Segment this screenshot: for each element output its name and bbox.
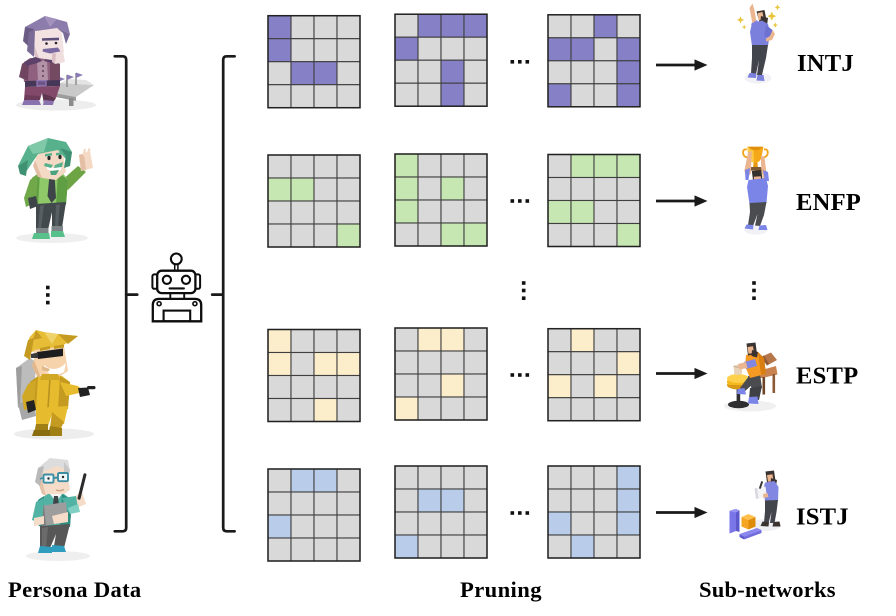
svg-text:Pruning: Pruning xyxy=(460,577,542,602)
svg-text:Sub-networks: Sub-networks xyxy=(699,577,836,602)
svg-text:Persona Data: Persona Data xyxy=(8,577,142,602)
svg-text:ISTJ: ISTJ xyxy=(796,504,849,531)
svg-text:ENFP: ENFP xyxy=(796,189,861,216)
svg-text:INTJ: INTJ xyxy=(797,50,854,77)
svg-text:ESTP: ESTP xyxy=(796,363,858,390)
